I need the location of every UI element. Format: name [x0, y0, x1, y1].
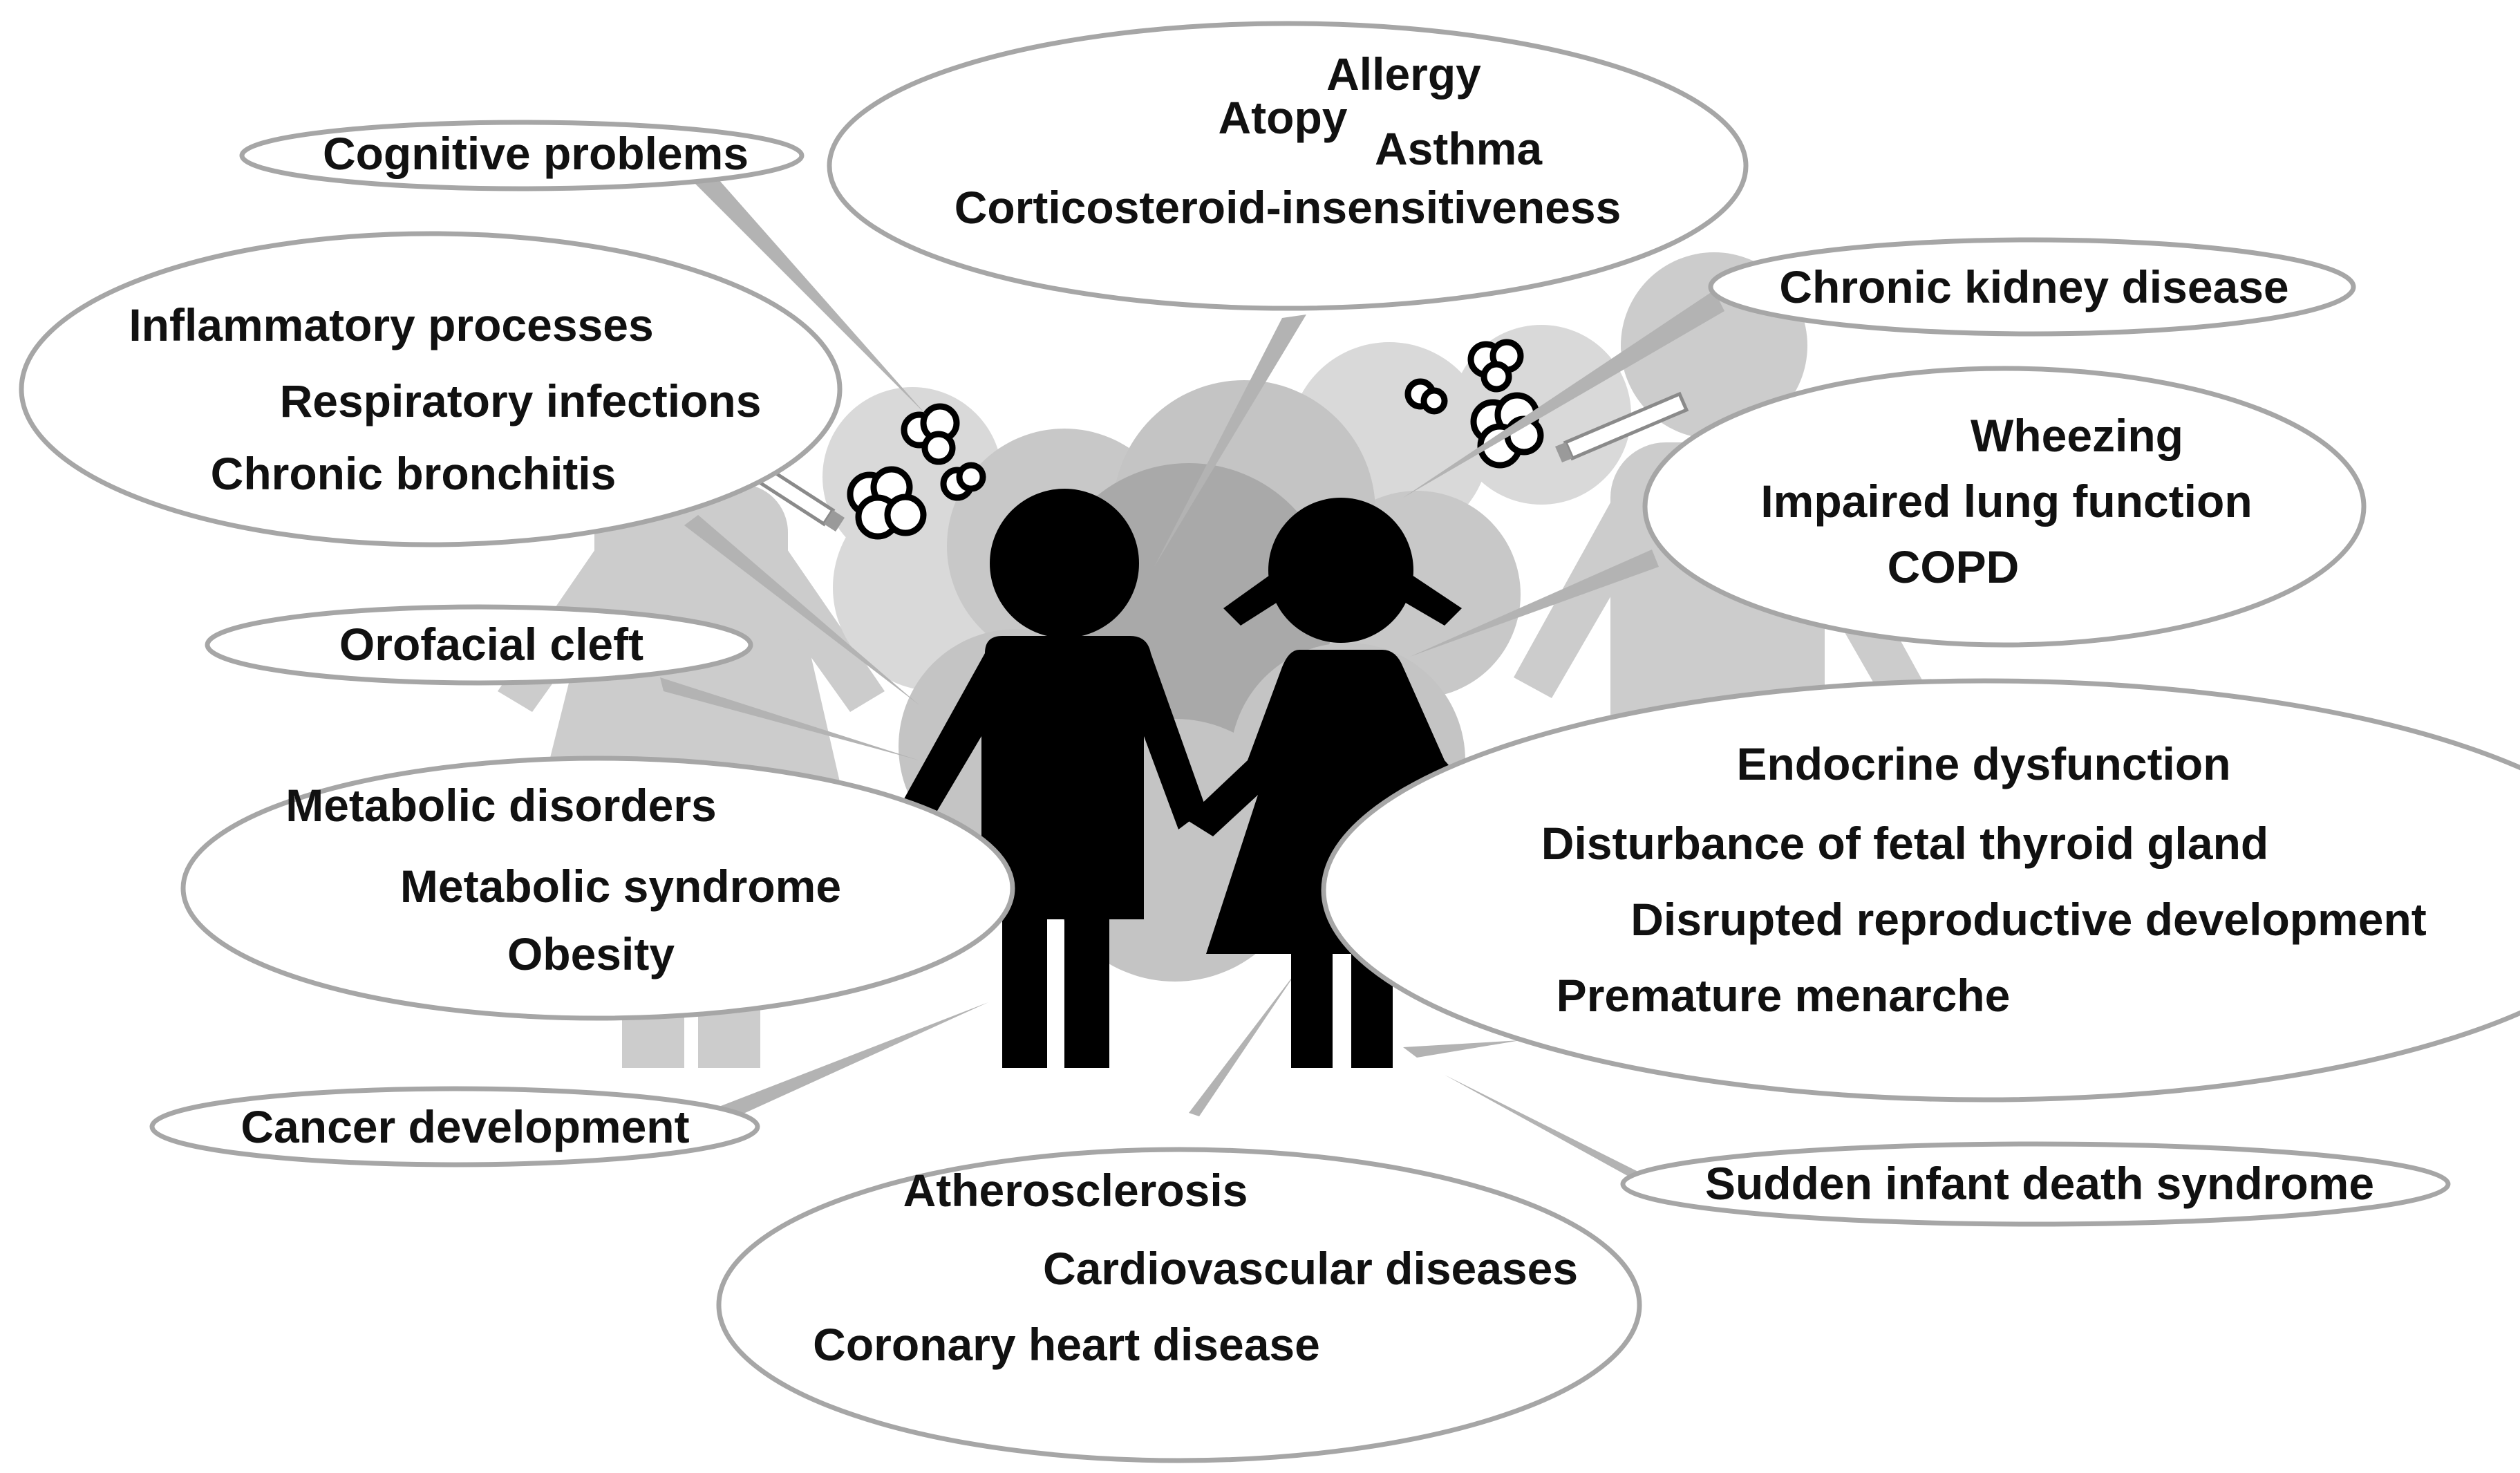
label-cancer-development: Cancer development [241, 1101, 689, 1152]
label-impaired-lung-function: Impaired lung function [1760, 476, 2252, 527]
label-respiratory-infections: Respiratory infections [280, 375, 762, 426]
label-cardiovascular-diseases: Cardiovascular diseases [1043, 1243, 1578, 1294]
bubble-sids: Sudden infant death syndrome [1620, 1141, 2451, 1227]
bubble-kidney: Chronic kidney disease [1708, 237, 2356, 337]
label-obesity: Obesity [507, 928, 675, 979]
bubble-inflammatory: Inflammatory processes Respiratory infec… [19, 231, 843, 547]
cigarette-icon [1555, 391, 1689, 462]
label-metabolic-disorders: Metabolic disorders [285, 780, 717, 831]
boy-icon [899, 489, 1206, 1068]
label-asthma: Asthma [1375, 123, 1543, 174]
label-metabolic-syndrome: Metabolic syndrome [400, 861, 841, 912]
label-cognitive-problems: Cognitive problems [323, 128, 749, 179]
label-premature-menarche: Premature menarche [1557, 970, 2011, 1021]
bubble-orofacial: Orofacial cleft [205, 604, 753, 686]
bubble-endocrine: Endocrine dysfunction Disturbance of fet… [1321, 678, 2520, 1103]
label-atherosclerosis: Atherosclerosis [903, 1165, 1248, 1216]
label-coronary-heart-disease: Coronary heart disease [813, 1319, 1320, 1370]
bubble-cancer: Cancer development [149, 1086, 760, 1167]
label-wheezing: Wheezing [1971, 410, 2183, 461]
bubble-metabolic: Metabolic disorders Metabolic syndrome O… [180, 756, 1015, 1021]
label-allergy: Allergy [1326, 48, 1481, 100]
bubble-cardio: Atherosclerosis Cardiovascular diseases … [716, 1147, 1642, 1463]
label-disturbance-of-fetal-thyroid-gland: Disturbance of fetal thyroid gland [1541, 818, 2268, 869]
bubble-lung: Wheezing Impaired lung function COPD [1642, 366, 2367, 648]
bubble-cognitive: Cognitive problems [239, 120, 805, 191]
label-disrupted-reproductive-development: Disrupted reproductive development [1630, 894, 2427, 945]
label-atopy: Atopy [1219, 92, 1348, 143]
label-inflammatory-processes: Inflammatory processes [129, 299, 653, 350]
label-chronic-kidney-disease: Chronic kidney disease [1779, 261, 2288, 312]
label-corticosteroid-insensitiveness: Corticosteroid-insensitiveness [955, 182, 1621, 233]
label-copd: COPD [1888, 541, 2020, 592]
label-sudden-infant-death-syndrome: Sudden infant death syndrome [1705, 1158, 2374, 1209]
label-chronic-bronchitis: Chronic bronchitis [211, 448, 617, 499]
label-orofacial-cleft: Orofacial cleft [339, 619, 643, 670]
bubble-allergy: Allergy Atopy Asthma Corticosteroid-inse… [827, 21, 1749, 311]
smoke-puff-icon [847, 403, 986, 540]
bubble-pointers [660, 180, 1724, 1185]
label-endocrine-dysfunction: Endocrine dysfunction [1736, 738, 2230, 789]
